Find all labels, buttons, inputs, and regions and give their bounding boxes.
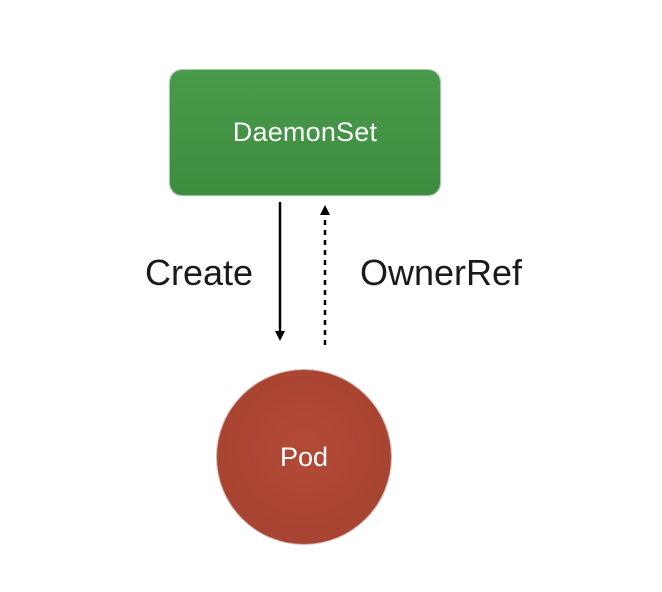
ownerref-edge-label: OwnerRef (360, 252, 523, 293)
pod-label: Pod (279, 441, 329, 472)
create-edge-label: Create (145, 252, 254, 293)
daemonset-label: DaemonSet (232, 117, 378, 147)
pod-node: Pod (217, 370, 391, 544)
daemonset-node: DaemonSet (170, 70, 440, 195)
